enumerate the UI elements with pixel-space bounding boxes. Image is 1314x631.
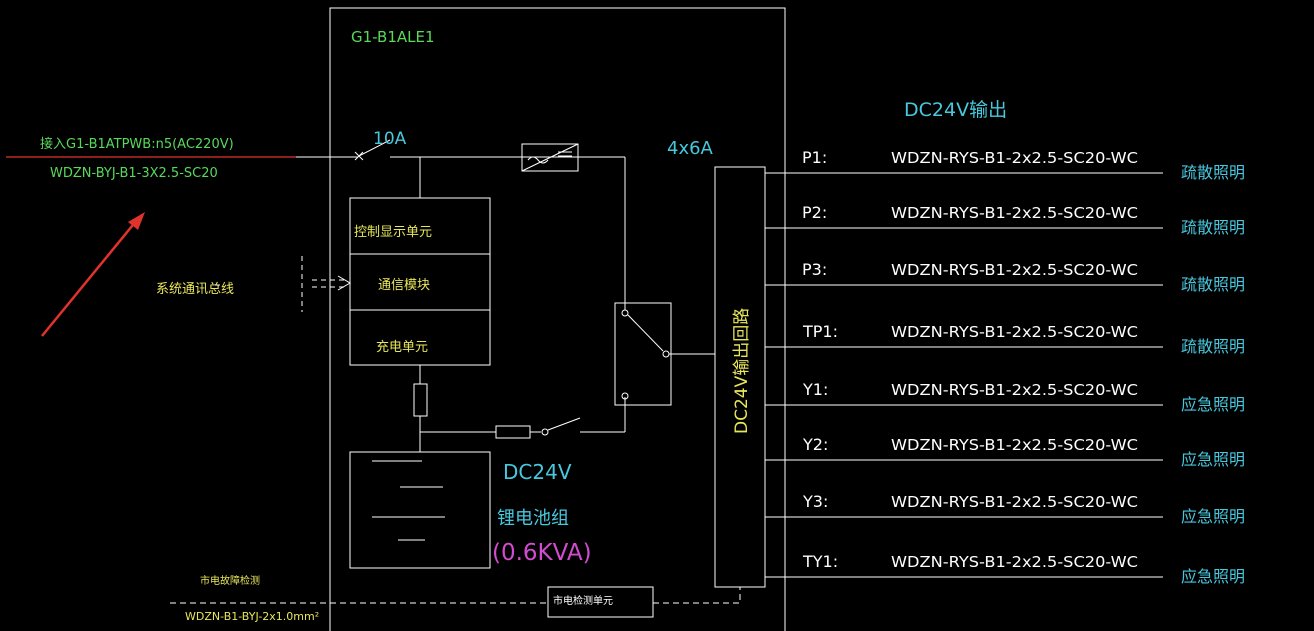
battery-enclosure (349, 451, 491, 569)
output-circuit-row: TP1: WDZN-RYS-B1-2x2.5-SC20-WC 疏散照明 (765, 322, 1245, 356)
output-circuit-cable: WDZN-RYS-B1-2x2.5-SC20-WC (891, 323, 1138, 341)
output-circuit-id: P2: (802, 203, 827, 222)
output-circuit-cable: WDZN-RYS-B1-2x2.5-SC20-WC (891, 381, 1138, 399)
output-circuit-id: P3: (802, 260, 827, 279)
output-circuit-row: Y2: WDZN-RYS-B1-2x2.5-SC20-WC 应急照明 (765, 435, 1245, 469)
output-circuit-row: P2: WDZN-RYS-B1-2x2.5-SC20-WC 疏散照明 (765, 203, 1245, 237)
output-circuit-cable: WDZN-RYS-B1-2x2.5-SC20-WC (891, 436, 1138, 454)
output-circuits: P1: WDZN-RYS-B1-2x2.5-SC20-WC 疏散照明 P2: WDZN-… (765, 148, 1245, 586)
comm-bus-arrow (337, 275, 351, 291)
input-cable-label: WDZN-BYJ-B1-3X2.5-SC20 (50, 166, 218, 181)
rectifier-symbol (521, 143, 579, 172)
output-circuit-use: 疏散照明 (1181, 163, 1245, 182)
output-circuit-use: 应急照明 (1181, 450, 1245, 469)
output-circuit-cable: WDZN-RYS-B1-2x2.5-SC20-WC (891, 204, 1138, 222)
comm-bus-connector (215, 256, 345, 312)
mains-detect-unit-box (547, 586, 654, 618)
output-circuit-use: 应急照明 (1181, 567, 1245, 586)
output-circuit-row: P3: WDZN-RYS-B1-2x2.5-SC20-WC 疏散照明 (765, 260, 1245, 294)
output-circuit-cable: WDZN-RYS-B1-2x2.5-SC20-WC (891, 261, 1138, 279)
changeover-switch (614, 157, 715, 406)
output-circuit-id: P1: (802, 148, 827, 167)
panel-title: G1-B1ALE1 (351, 28, 435, 46)
annotation-arrow-head (128, 212, 145, 230)
mains-failure-cable: WDZN-B1-BYJ-2x1.0mm² (185, 610, 319, 623)
input-source-label: 接入G1-B1ATPWB:n5(AC220V) (40, 136, 234, 152)
battery-fuse (413, 365, 626, 452)
comm-module-label: 通信模块 (378, 278, 430, 293)
battery-voltage-label: DC24V (503, 460, 572, 484)
output-circuit-row: TY1: WDZN-RYS-B1-2x2.5-SC20-WC 应急照明 (765, 552, 1245, 586)
output-circuit-row: Y3: WDZN-RYS-B1-2x2.5-SC20-WC 应急照明 (765, 492, 1245, 526)
mains-detect-unit-label: 市电检测单元 (553, 594, 613, 607)
output-circuit-id: Y3: (802, 492, 828, 511)
breaker-rating-label: 10A (373, 129, 407, 149)
output-circuit-id: Y1: (802, 380, 828, 399)
output-circuit-use: 疏散照明 (1181, 218, 1245, 237)
comm-bus-label: 系统通讯总线 (156, 282, 234, 297)
output-bus-label: DC24V输出回路 (732, 308, 752, 434)
battery-name-label: 锂电池组 (497, 508, 569, 529)
battery-capacity-label: (0.6KVA) (492, 540, 592, 566)
output-circuit-use: 疏散照明 (1181, 337, 1245, 356)
main-breaker (354, 139, 625, 198)
charging-unit-label: 充电单元 (376, 339, 428, 355)
mains-failure-label: 市电故障检测 (200, 574, 260, 587)
mains-detect-link (653, 587, 741, 604)
output-circuit-cable: WDZN-RYS-B1-2x2.5-SC20-WC (891, 493, 1138, 511)
panel-enclosure (329, 7, 786, 631)
output-circuit-use: 疏散照明 (1181, 275, 1245, 294)
dc-output-header: DC24V输出 (904, 99, 1007, 121)
battery-cells (372, 460, 445, 541)
annotation-arrow (41, 219, 138, 337)
control-display-unit-label: 控制显示单元 (354, 225, 432, 240)
output-circuit-row: Y1: WDZN-RYS-B1-2x2.5-SC20-WC 应急照明 (765, 380, 1245, 414)
output-breaker-rating: 4x6A (667, 138, 714, 159)
output-circuit-id: TP1: (802, 322, 838, 341)
output-circuit-cable: WDZN-RYS-B1-2x2.5-SC20-WC (891, 149, 1138, 167)
output-circuit-use: 应急照明 (1181, 395, 1245, 414)
output-circuit-use: 应急照明 (1181, 507, 1245, 526)
output-circuit-row: P1: WDZN-RYS-B1-2x2.5-SC20-WC 疏散照明 (765, 148, 1245, 182)
output-circuit-cable: WDZN-RYS-B1-2x2.5-SC20-WC (891, 553, 1138, 571)
output-circuit-id: Y2: (802, 435, 828, 454)
output-circuit-id: TY1: (802, 552, 838, 571)
